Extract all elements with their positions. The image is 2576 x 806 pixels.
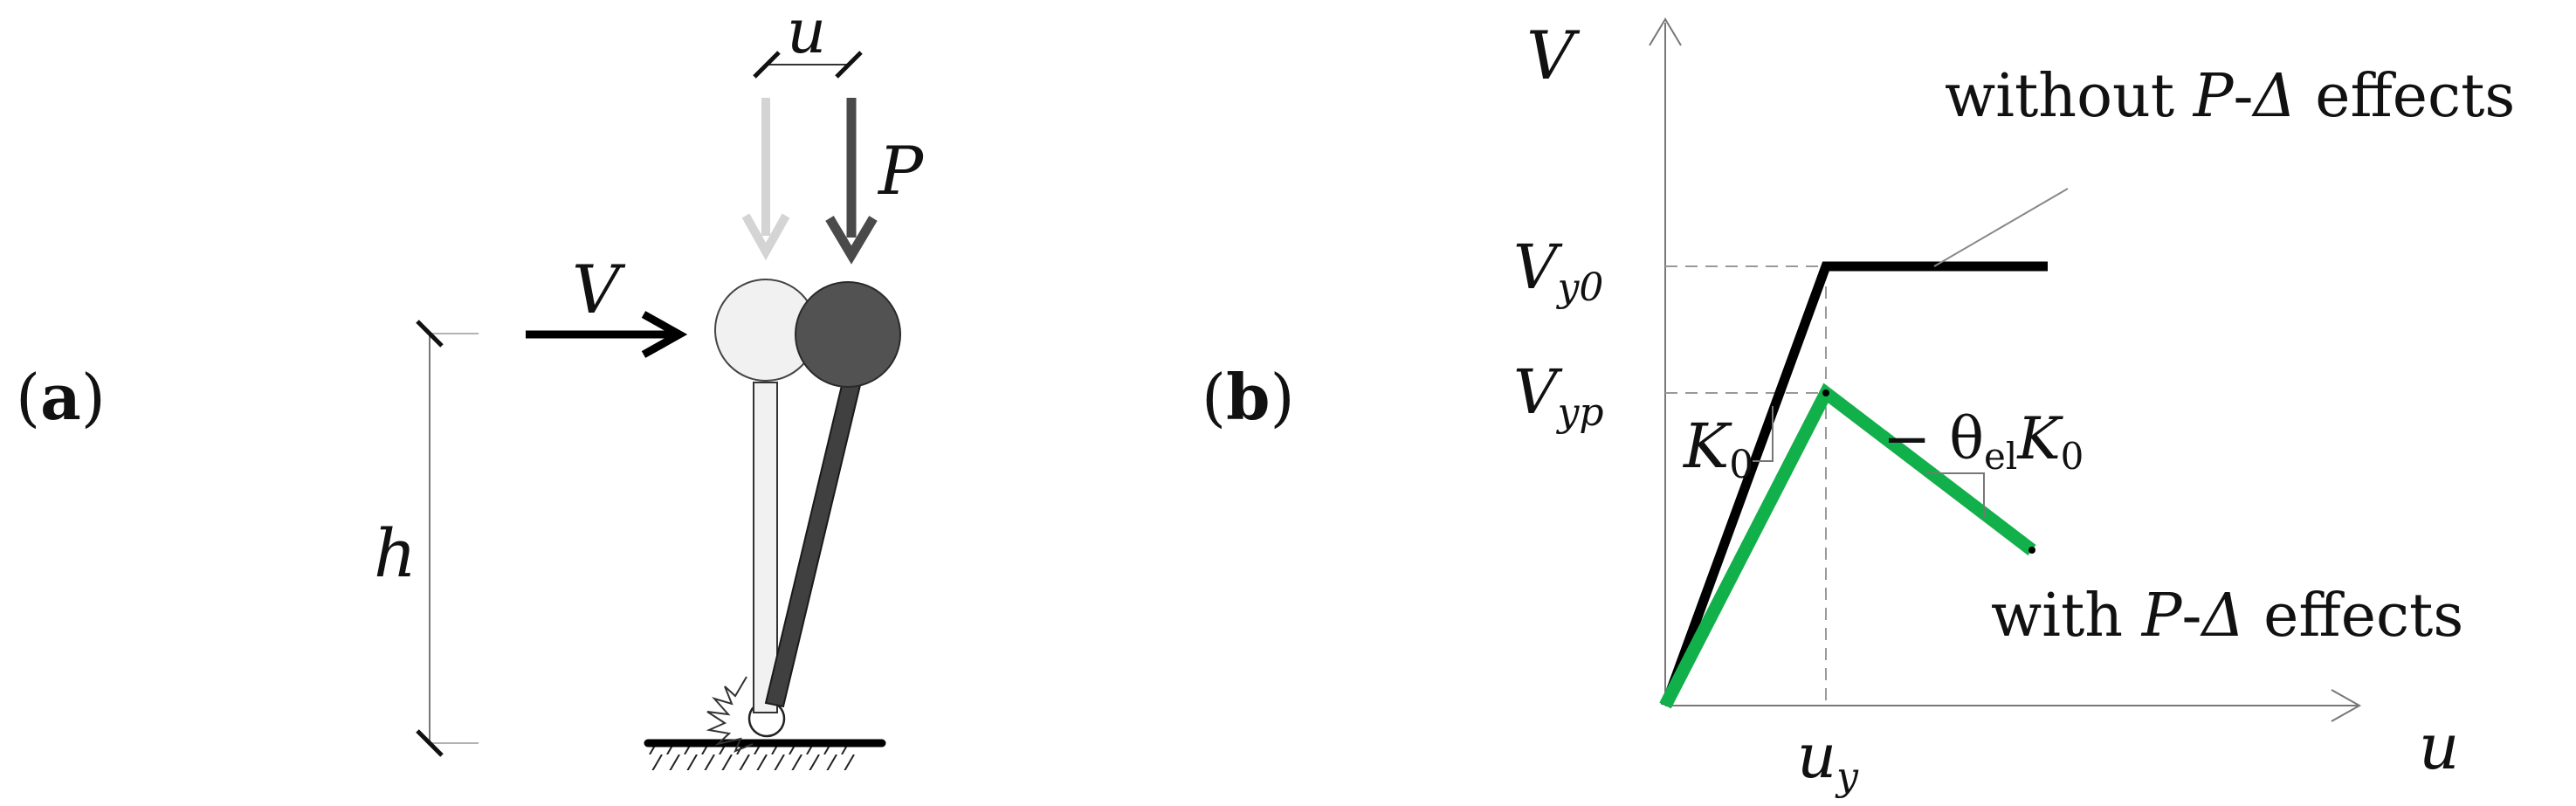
u-label: u xyxy=(787,0,826,67)
k0-slope-triangle xyxy=(1753,406,1774,462)
ground xyxy=(644,739,886,770)
gravity-load-arrow xyxy=(825,98,878,265)
reference-lines xyxy=(1665,265,1827,706)
curve-end-marker xyxy=(2028,547,2035,554)
lateral-force-arrow xyxy=(526,311,688,358)
k0-label: K0 xyxy=(1682,410,1753,487)
v-label: V xyxy=(572,251,626,328)
rotational-spring xyxy=(706,676,754,753)
undeformed-gravity-arrow xyxy=(741,98,790,261)
negative-slope-triangle xyxy=(1925,472,1985,518)
x-axis-label: u xyxy=(2419,710,2459,783)
vyp-label: Vyp xyxy=(1513,356,1604,435)
undeformed-column xyxy=(753,382,778,713)
vy0-label: Vy0 xyxy=(1513,231,1603,310)
panel-a: (a) P u xyxy=(16,0,925,770)
p-label: P xyxy=(877,132,925,210)
height-dimension xyxy=(416,320,479,757)
negative-stiffness-label: − θelK0 xyxy=(1883,405,2084,478)
yield-point-marker xyxy=(1822,389,1829,396)
deformed-column xyxy=(764,376,863,708)
panel-a-label: (a) xyxy=(16,360,106,434)
panel-b: (b) V u Vy0 Vyp uy K0 − θelK0 xyxy=(1202,17,2515,799)
uy-label: uy xyxy=(1797,720,1859,799)
y-axis-label: V xyxy=(1526,17,1581,94)
deformed-mass xyxy=(795,281,901,388)
without-leader-line xyxy=(1933,188,2069,267)
with-p-delta-label: with P-Δ effects xyxy=(1991,582,2463,651)
displacement-dimension xyxy=(753,51,863,79)
without-p-delta-label: without P-Δ effects xyxy=(1945,62,2515,131)
curve-without-p-delta xyxy=(1660,261,2048,707)
h-label: h xyxy=(374,514,417,592)
panel-b-label: (b) xyxy=(1202,360,1295,434)
axes xyxy=(1649,17,2362,722)
